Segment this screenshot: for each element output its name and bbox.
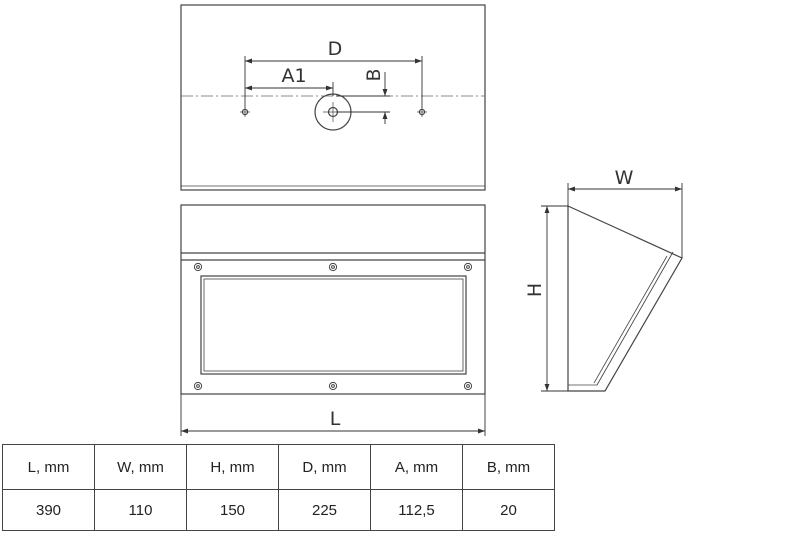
front-window xyxy=(200,275,467,375)
dimension-d xyxy=(244,56,423,108)
spec-header-h: H, mm xyxy=(186,444,279,490)
spec-header-w: W, mm xyxy=(94,444,187,490)
dimension-b xyxy=(336,72,390,124)
spec-value-w: 110 xyxy=(94,489,187,531)
spec-value-l: 390 xyxy=(2,489,95,531)
mounting-hole-right xyxy=(417,107,427,117)
dimension-a1 xyxy=(245,82,334,96)
dimension-h xyxy=(541,205,568,392)
spec-table: L, mm W, mm H, mm D, mm A, mm B, mm 390 … xyxy=(2,444,555,531)
front-screws xyxy=(193,262,473,391)
spec-value-b: 20 xyxy=(462,489,555,531)
dimension-d-label: D xyxy=(328,38,343,60)
dimension-w xyxy=(567,183,683,258)
technical-drawing: D A1 B L xyxy=(180,4,683,436)
spec-table-value-row: 390 110 150 225 112,5 20 xyxy=(2,489,555,531)
spec-header-l: L, mm xyxy=(2,444,95,490)
spec-value-d: 225 xyxy=(278,489,371,531)
front-view xyxy=(180,204,486,395)
side-view xyxy=(567,205,683,392)
dimension-l xyxy=(180,394,486,436)
spec-value-a: 112,5 xyxy=(370,489,463,531)
dimension-h-label: H xyxy=(524,283,546,297)
spec-table-header-row: L, mm W, mm H, mm D, mm A, mm B, mm xyxy=(2,444,555,490)
dimension-a1-label: A1 xyxy=(281,65,306,87)
spec-value-h: 150 xyxy=(186,489,279,531)
spec-header-d: D, mm xyxy=(278,444,371,490)
top-view xyxy=(180,4,486,191)
spec-header-b: B, mm xyxy=(462,444,555,490)
spec-header-a: A, mm xyxy=(370,444,463,490)
dimension-b-label: B xyxy=(363,68,385,81)
mounting-hole-left xyxy=(240,107,250,117)
dimension-w-label: W xyxy=(615,167,634,189)
dimension-l-label: L xyxy=(330,408,341,430)
